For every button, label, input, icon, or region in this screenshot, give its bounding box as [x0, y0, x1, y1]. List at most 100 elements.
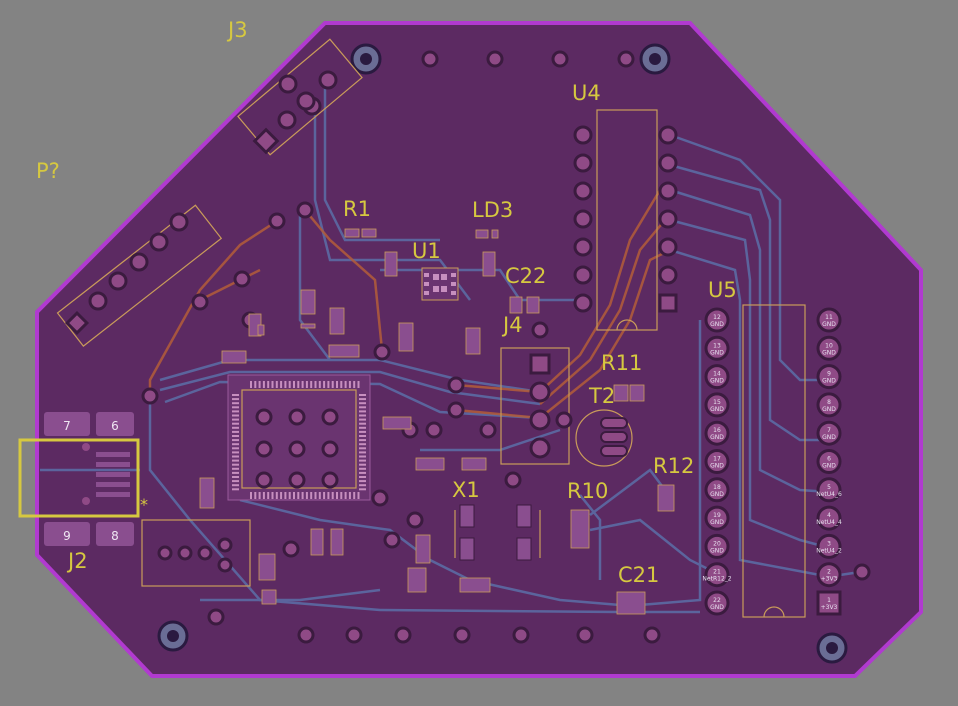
label-j4: J4: [501, 313, 523, 337]
via: [576, 626, 594, 644]
smd-pad: [329, 307, 345, 335]
smd-pad: [300, 323, 316, 329]
pin-number: 10: [825, 342, 833, 349]
pin-number: 17: [713, 456, 721, 463]
label-u4: U4: [572, 81, 601, 105]
u5-right-pin: 1+3V3: [816, 590, 842, 616]
smd-pad: [310, 528, 324, 556]
via: [191, 293, 209, 311]
smd-pad: [570, 509, 590, 549]
module-u5: 12GND13GND14GND15GND16GND17GND18GND19GND…: [702, 304, 871, 618]
via: [512, 626, 530, 644]
j2-pad-7-label: 7: [63, 419, 71, 433]
mounting-hole-centers: [167, 53, 838, 654]
via: [447, 401, 465, 419]
connector-j3: [237, 38, 363, 156]
pin-net: NetR12_2: [702, 576, 731, 583]
pin-number: 12: [713, 314, 721, 321]
pin-number: 2: [827, 569, 831, 576]
label-u1: U1: [412, 239, 441, 263]
smd-pad: [459, 577, 491, 593]
via: [447, 376, 465, 394]
pin-net: +3V3: [821, 576, 838, 583]
label-j2: J2: [66, 549, 88, 573]
pin-number: 7: [827, 427, 831, 434]
via: [296, 201, 314, 219]
pin-net: GND: [822, 349, 836, 356]
smd-pad: [616, 591, 646, 615]
pin-net: GND: [710, 547, 724, 554]
via: [345, 626, 363, 644]
via: [282, 540, 300, 558]
smd-pad: [221, 350, 247, 364]
u5-right-pin: 2+3V3: [816, 562, 842, 588]
via: [207, 608, 225, 626]
connector-j4: [500, 347, 573, 465]
smd-pad: [257, 324, 265, 336]
ic-u4: [573, 109, 678, 331]
pin1-marker-icon: *: [140, 495, 148, 514]
label-r1: R1: [343, 197, 371, 221]
j2-pad-9-label: 9: [63, 529, 71, 543]
pin-number: 6: [827, 456, 831, 463]
pin-net: NetU4_6: [816, 491, 842, 498]
pin-net: NetU4_2: [816, 547, 842, 554]
smd-pad: [398, 322, 414, 352]
via: [268, 212, 286, 230]
connector-p: [56, 204, 223, 347]
pin-net: GND: [822, 463, 836, 470]
smd-pad: [657, 484, 675, 512]
smd-pad: [382, 416, 412, 430]
smd-pad: [415, 457, 445, 471]
smd-pad: [613, 384, 629, 402]
pin-number: 19: [713, 512, 721, 519]
transistor-t2: [575, 409, 633, 467]
via: [479, 421, 497, 439]
pin-net: GND: [710, 491, 724, 498]
pin-number: 20: [713, 540, 721, 547]
connector-j2: 7 6 9 8 *: [18, 412, 148, 546]
smd-pad: [330, 528, 344, 556]
pin-number: 16: [713, 427, 721, 434]
pin-number: 1: [827, 597, 831, 604]
pin-net: GND: [710, 463, 724, 470]
label-j3: J3: [226, 18, 248, 42]
j2-pad-6-label: 6: [111, 419, 119, 433]
j2-pad-8-label: 8: [111, 529, 119, 543]
pin-number: 13: [713, 342, 721, 349]
label-x1: X1: [452, 478, 480, 502]
switch-block: [141, 519, 251, 587]
pin-net: GND: [822, 321, 836, 328]
smd-pad: [407, 567, 427, 593]
pin-number: 5: [827, 484, 831, 491]
via: [406, 511, 424, 529]
pin-net: GND: [710, 604, 724, 611]
pin-number: 21: [713, 569, 721, 576]
pin-net: GND: [710, 349, 724, 356]
via: [551, 50, 569, 68]
smd-pad: [258, 553, 276, 581]
label-c22: C22: [505, 264, 546, 288]
smd-pad: [361, 228, 377, 238]
smd-pad: [300, 289, 316, 315]
smd-pad: [384, 251, 398, 277]
smd-pad: [526, 296, 540, 314]
ic-u1: [421, 267, 459, 301]
pin-number: 22: [713, 597, 721, 604]
via: [453, 626, 471, 644]
crystal-x1: [454, 504, 541, 561]
pin-number: 9: [827, 371, 831, 378]
pin-net: +3V3: [821, 604, 838, 611]
